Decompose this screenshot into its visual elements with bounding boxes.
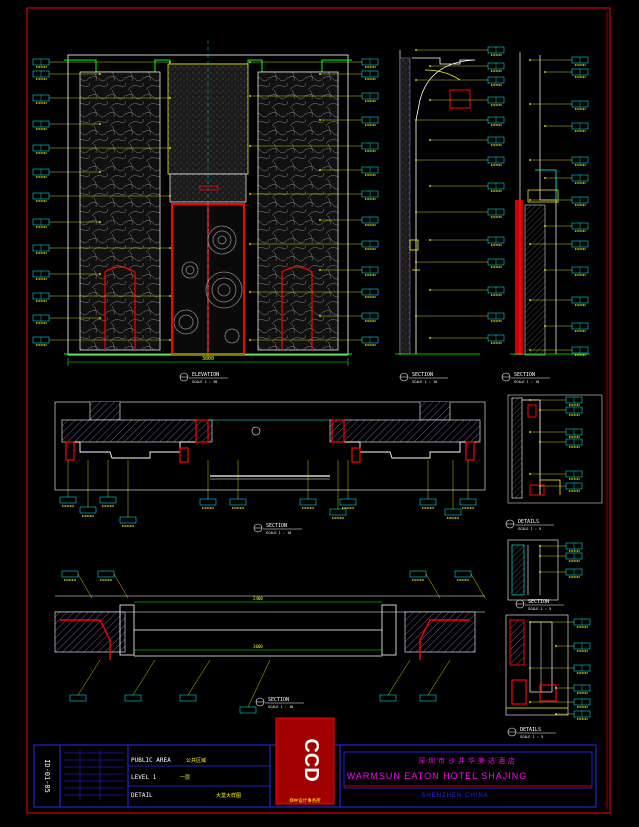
section5-view: [54, 595, 485, 660]
title-block: [33, 717, 597, 808]
callout-tag: [61, 570, 79, 578]
view-title-section2: SECTION: [514, 372, 535, 378]
view-scale-section2: SCALE 1 : 10: [514, 380, 539, 384]
title-row-1-en: PUBLIC AREA: [131, 757, 171, 764]
section4-view: [507, 539, 559, 601]
section3-tags: [59, 460, 477, 527]
elevation-view: [64, 40, 352, 366]
project-name-en: WARMSUN EATON HOTEL SHAJING: [347, 771, 528, 781]
view-scale-section5: SCALE 1 : 10: [268, 705, 293, 709]
title-row-1-cn: 公共区域: [186, 757, 206, 764]
title-row-3-cn: 大堂大样图: [216, 792, 241, 799]
callout-tag: [229, 498, 247, 506]
view-titles: ELEVATION SCALE 1 : 30 SECTION SCALE 1 : 10…: [179, 372, 564, 739]
view-scale-section4: SCALE 1 : 5: [528, 607, 551, 611]
view-title-detail2: DETAILS: [520, 727, 541, 733]
detail2-view: [505, 614, 569, 716]
view-title-elevation: ELEVATION: [192, 372, 219, 378]
view-title-detail1: DETAILS: [518, 519, 539, 525]
callout-tag: [459, 498, 477, 506]
callout-tag: [454, 570, 472, 578]
callout-tag: [329, 508, 347, 516]
section3-view: [54, 401, 486, 491]
callout-tag: [409, 570, 427, 578]
callout-tag: [379, 694, 397, 702]
view-title-section1: SECTION: [412, 372, 433, 378]
view-scale-elevation: SCALE 1 : 30: [192, 380, 217, 384]
callout-tag: [99, 496, 117, 504]
detail1-tags: [529, 396, 583, 492]
callout-tag: [239, 706, 257, 714]
callout-tag: [419, 498, 437, 506]
view-title-section5: SECTION: [268, 697, 289, 703]
callout-tag: [179, 694, 197, 702]
callout-tag: [69, 694, 87, 702]
plan-width-dim: 2400: [253, 596, 263, 601]
view-title-section3: SECTION: [266, 523, 287, 529]
detail2-tags: [529, 618, 591, 720]
sheet-border: [26, 7, 611, 814]
view-title-section4: SECTION: [528, 599, 549, 605]
view-scale-section1: SCALE 1 : 10: [412, 380, 437, 384]
callout-tag: [119, 516, 137, 524]
callout-tag: [419, 694, 437, 702]
section2-tags: [529, 56, 589, 356]
elevation-width-dim: 3600: [202, 356, 214, 362]
callout-tag: [444, 508, 462, 516]
logo: CCD: [300, 738, 322, 781]
callout-tag: [199, 498, 217, 506]
logo-subtitle: 郑中设计事务所: [289, 797, 321, 804]
project-city: SHENZHEN CHINA: [421, 793, 488, 799]
callout-tag: [79, 506, 97, 514]
callout-tag: [97, 570, 115, 578]
view-scale-detail2: SCALE 1 : 5: [520, 735, 543, 739]
section2-view: [510, 52, 590, 356]
section1-view: [395, 50, 480, 355]
section4-tags: [539, 542, 583, 578]
callout-tag: [299, 498, 317, 506]
plan-width-lower-dim: 3600: [253, 644, 263, 649]
callout-tag: [59, 496, 77, 504]
section5-tags: [61, 570, 486, 714]
project-name-cn: 深圳市沙井华美达酒店: [418, 756, 518, 765]
section1-tags: [415, 46, 505, 344]
detail1-view: [507, 394, 603, 504]
elevation-tags: [32, 58, 379, 346]
callout-tag: [339, 498, 357, 506]
callout-tag: [124, 694, 142, 702]
sheet-number: ID-01-05: [43, 759, 51, 793]
view-scale-detail1: SCALE 1 : 5: [518, 527, 541, 531]
title-row-2-en: LEVEL 1: [131, 774, 157, 781]
title-row-2-cn: 一层: [180, 775, 190, 781]
view-scale-section3: SCALE 1 : 10: [266, 531, 291, 535]
title-row-3-en: DETAIL: [131, 792, 153, 799]
